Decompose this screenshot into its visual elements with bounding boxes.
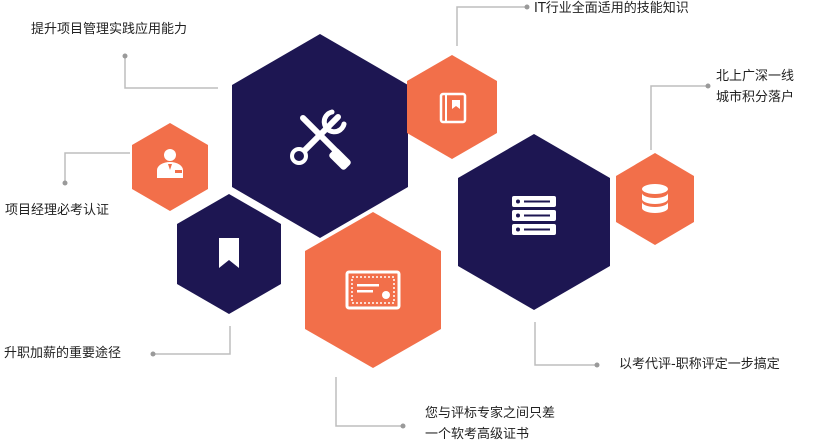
connector-pm-cert bbox=[64, 152, 130, 183]
label-expert-line2: 一个软考高级证书 bbox=[425, 427, 530, 442]
connector-practice bbox=[124, 56, 218, 89]
book-icon bbox=[439, 92, 467, 124]
connectors bbox=[64, 6, 708, 427]
label-pm-cert: 项目经理必考认证 bbox=[5, 203, 110, 218]
list-icon bbox=[512, 196, 556, 235]
user-badge-icon bbox=[157, 149, 183, 178]
label-city: 北上广深一线 城市积分落户 bbox=[716, 66, 794, 108]
label-expert-line1: 您与评标专家之间只差 bbox=[425, 406, 556, 421]
connector-dots bbox=[62, 4, 711, 429]
label-practice: 提升项目管理实践应用能力 bbox=[31, 22, 188, 37]
label-it-skills: IT行业全面适用的技能知识 bbox=[534, 1, 689, 16]
tools-icon bbox=[290, 109, 351, 170]
label-title-eval: 以考代评-职称评定一步搞定 bbox=[619, 357, 780, 372]
hex-list bbox=[458, 134, 610, 310]
label-expert: 您与评标专家之间只差 一个软考高级证书 bbox=[425, 403, 555, 445]
label-promotion: 升职加薪的重要途径 bbox=[4, 346, 122, 361]
connector-expert bbox=[335, 377, 403, 427]
connector-city bbox=[650, 85, 708, 150]
connector-promotion bbox=[153, 326, 231, 355]
label-city-line1: 北上广深一线 bbox=[716, 69, 795, 84]
connector-it-skills bbox=[456, 6, 527, 46]
connector-title-eval bbox=[534, 322, 597, 366]
bookmark-icon bbox=[219, 238, 239, 268]
label-city-line2: 城市积分落户 bbox=[716, 90, 795, 105]
certificate-icon bbox=[345, 270, 401, 310]
database-icon bbox=[642, 184, 668, 213]
